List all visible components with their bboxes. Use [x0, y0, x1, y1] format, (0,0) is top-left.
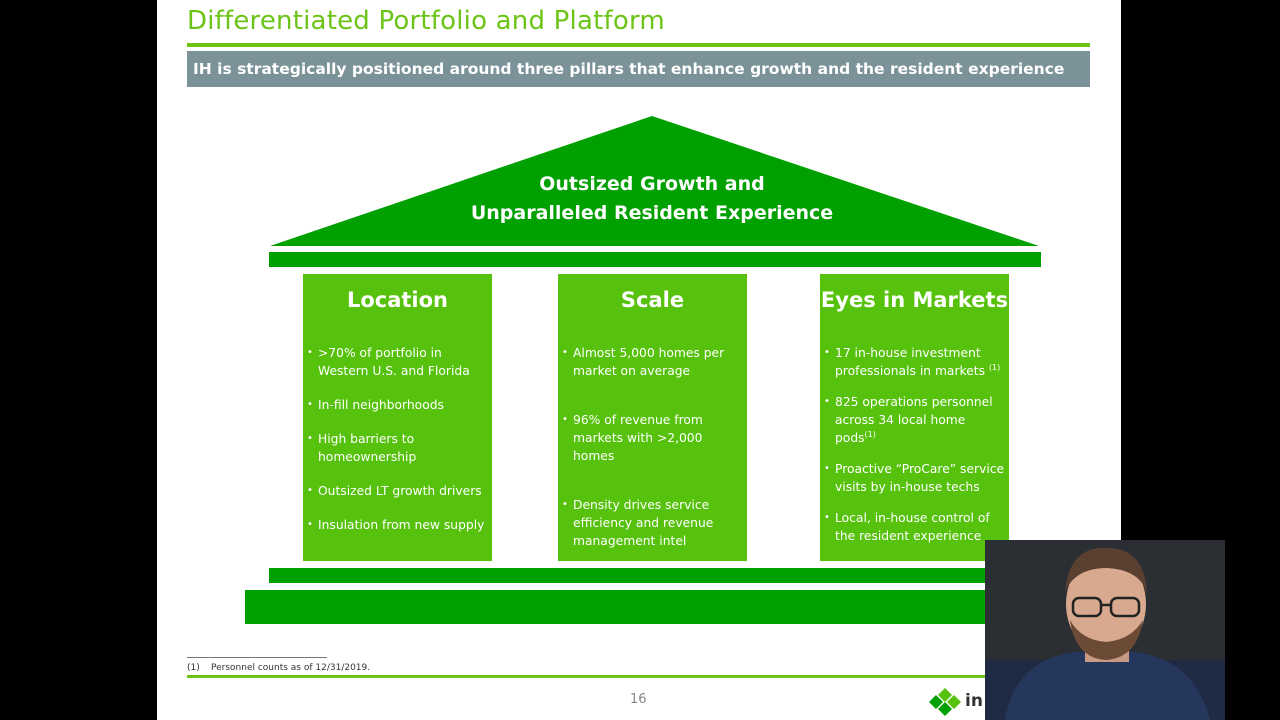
bullet-item: Almost 5,000 homes per market on average	[562, 344, 745, 380]
pillar-title: Eyes in Markets	[820, 288, 1009, 312]
logo-wordmark: in	[965, 691, 983, 711]
webcam-overlay	[985, 540, 1225, 720]
bullet-item: 825 operations personnel across 34 local…	[824, 393, 1007, 447]
presentation-slide: Differentiated Portfolio and Platform IH…	[157, 0, 1121, 720]
title-divider	[187, 43, 1090, 47]
bullet-item: Insulation from new supply	[307, 516, 490, 534]
footer-divider	[187, 675, 1090, 678]
pillar-eyes-in-markets: Eyes in Markets 17 in-house investment p…	[820, 274, 1009, 561]
pillar-bullets: >70% of portfolio in Western U.S. and Fl…	[307, 344, 490, 534]
bullet-item: Local, in-house control of the resident …	[824, 509, 1007, 545]
bottom-beam	[269, 568, 1041, 583]
pillar-title: Scale	[620, 288, 685, 312]
pillar-location: Location >70% of portfolio in Western U.…	[303, 274, 492, 561]
pillar-title: Location	[346, 288, 449, 312]
footnote-divider	[187, 657, 327, 658]
bullet-item: 96% of revenue from markets with >2,000 …	[562, 411, 745, 465]
temple-base	[245, 590, 1065, 624]
subtitle-banner: IH is strategically positioned around th…	[187, 51, 1090, 87]
roof-line-2: Unparalleled Resident Experience	[470, 202, 834, 224]
footnote-text: Personnel counts as of 12/31/2019.	[211, 663, 371, 673]
footnote-marker: (1)	[988, 363, 1001, 372]
roof-triangle	[270, 116, 1039, 246]
footnote: (1) Personnel counts as of 12/31/2019.	[187, 663, 370, 673]
bullet-item: 17 in-house investment professionals in …	[824, 344, 1007, 380]
pillar-bullets: 17 in-house investment professionals in …	[824, 344, 1007, 545]
slide-subtitle: IH is strategically positioned around th…	[193, 60, 1065, 78]
top-beam	[269, 252, 1041, 267]
clover-logo-icon	[929, 688, 961, 716]
pillar-scale: Scale Almost 5,000 homes per market on a…	[558, 274, 747, 561]
bullet-item: Proactive “ProCare” service visits by in…	[824, 460, 1007, 496]
roof-caption: Outsized Growth and Unparalleled Residen…	[317, 170, 987, 228]
bullet-item: High barriers to homeownership	[307, 430, 490, 466]
footnote-marker: (1)	[864, 430, 876, 439]
temple-roof	[270, 116, 1039, 246]
bullet-item: Outsized LT growth drivers	[307, 482, 490, 500]
bullet-item: In-fill neighborhoods	[307, 396, 490, 414]
bullet-item: Density drives service efficiency and re…	[562, 496, 745, 550]
slide-title: Differentiated Portfolio and Platform	[187, 6, 665, 36]
page-number: 16	[630, 692, 647, 707]
bullet-item: >70% of portfolio in Western U.S. and Fl…	[307, 344, 490, 380]
roof-line-1: Outsized Growth and	[539, 173, 765, 195]
pillar-bullets: Almost 5,000 homes per market on average…	[562, 344, 745, 550]
footnote-number: (1)	[187, 663, 200, 673]
